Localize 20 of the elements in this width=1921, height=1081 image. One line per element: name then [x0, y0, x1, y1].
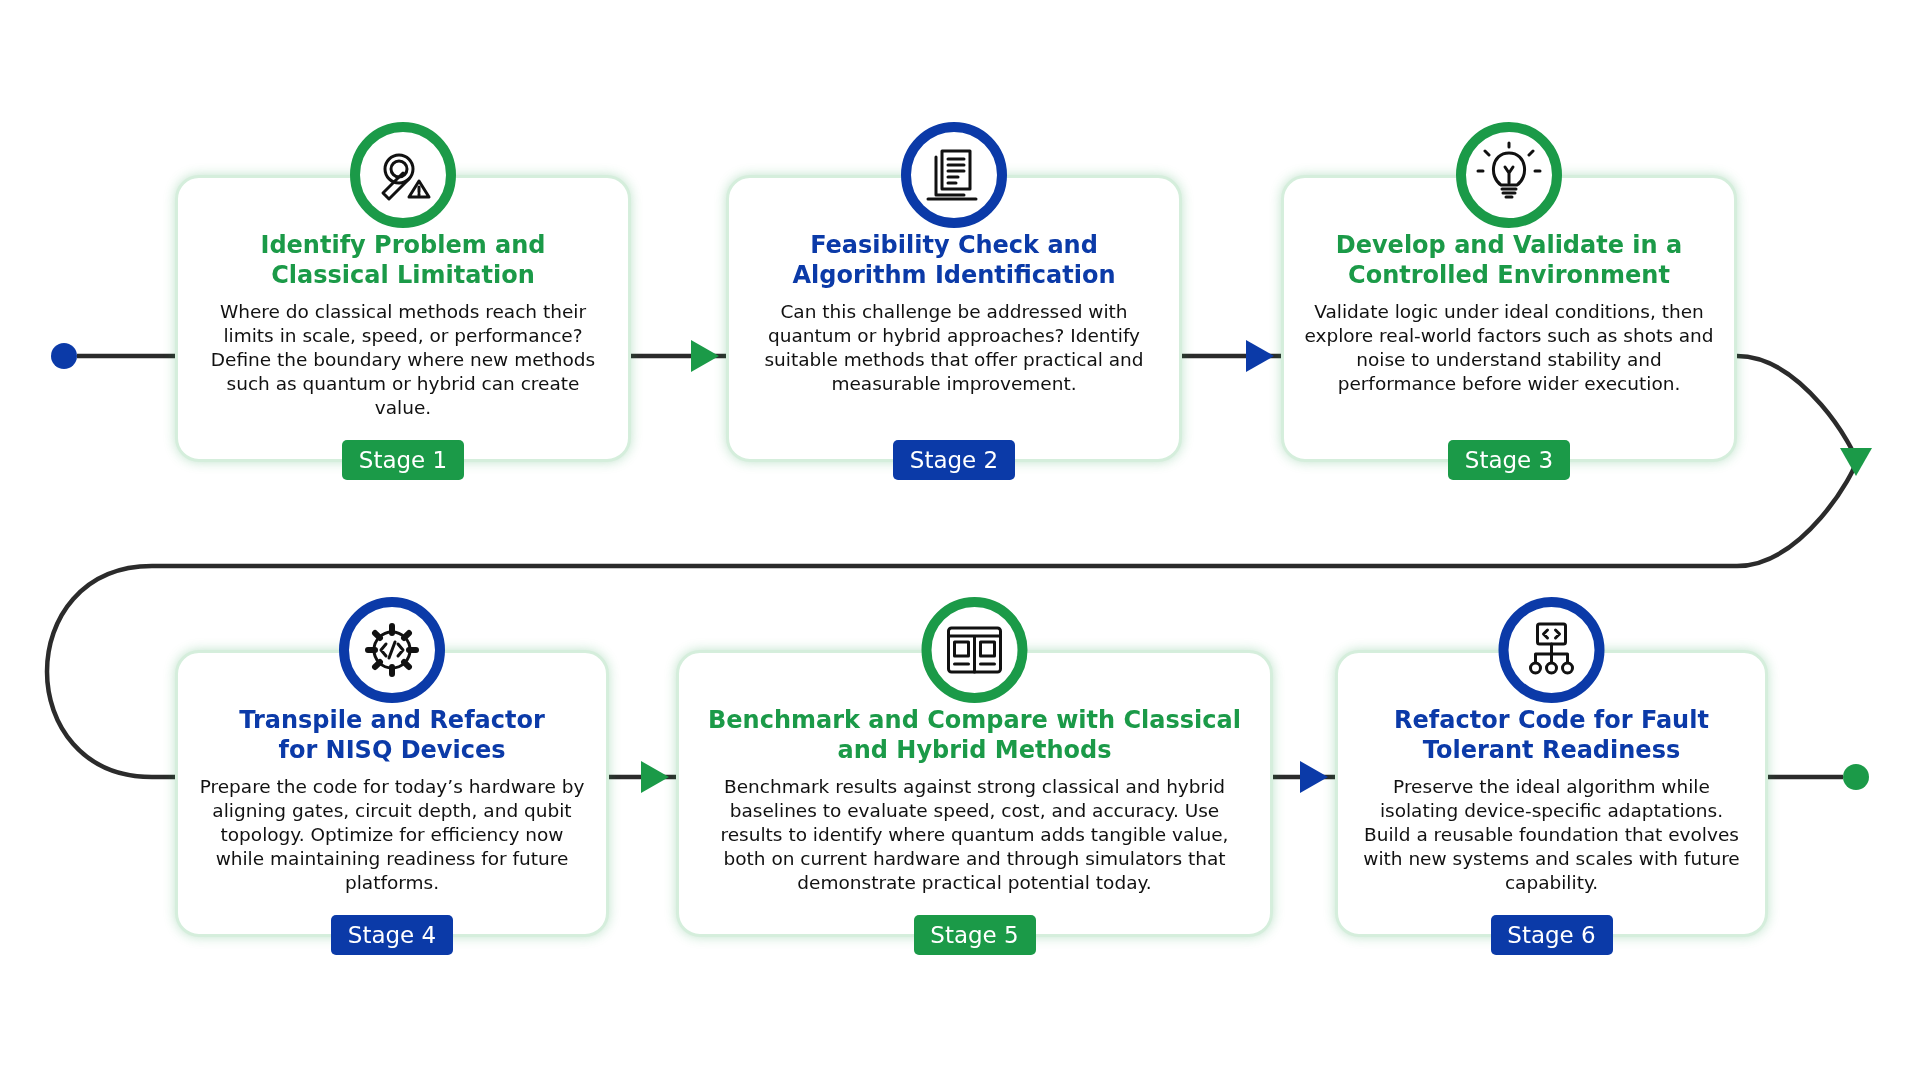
start-dot [51, 343, 77, 369]
card-title: Feasibility Check and Algorithm Identification [791, 230, 1117, 290]
end-dot [1843, 764, 1869, 790]
stage-badge: Stage 3 [1448, 440, 1570, 480]
card-description: Prepare the code for today’s hardware by aligning gates, circuit depth, and qubit topology. Optimize for efficiency now while maintaining readiness for future platforms. [198, 775, 586, 895]
card-title: Transpile and Refactor for NISQ Devices [238, 705, 546, 765]
card-description: Can this challenge be addressed with quantum or hybrid approaches? Identify suitable methods that offer practical and measurable improvement. [763, 300, 1145, 396]
stage-badge: Stage 4 [331, 915, 453, 955]
card-description: Benchmark results against strong classical and hybrid baselines to evaluate speed, cost, and accuracy. Use results to identify where quantum adds tangible value, both on current hardware and through simulators that demonstrate practical potential today. [719, 775, 1230, 895]
card-title: Identify Problem and Classical Limitation [259, 230, 547, 290]
card-title: Benchmark and Compare with Classical and Hybrid Methods [707, 705, 1242, 765]
card-description: Validate logic under ideal conditions, then explore real-world factors such as shots and noise to understand stability and performance before wider execution. [1303, 300, 1715, 396]
stage-badge: Stage 6 [1490, 915, 1613, 955]
card-description: Preserve the ideal algorithm while isolating device-specific adaptations. Build a reusable foundation that evolves with new systems and scales with future capability. [1362, 775, 1741, 895]
card-description: Where do classical methods reach their limits in scale, speed, or performance? Define the boundary where new methods such as quantum or hybrid can create value. [209, 300, 597, 420]
stage-badge: Stage 1 [342, 440, 464, 480]
stage-badge: Stage 2 [893, 440, 1015, 480]
card-title: Develop and Validate in a Controlled Environment [1334, 230, 1684, 290]
card-title: Refactor Code for Fault Tolerant Readiness [1393, 705, 1710, 765]
stage-badge: Stage 5 [913, 915, 1036, 955]
